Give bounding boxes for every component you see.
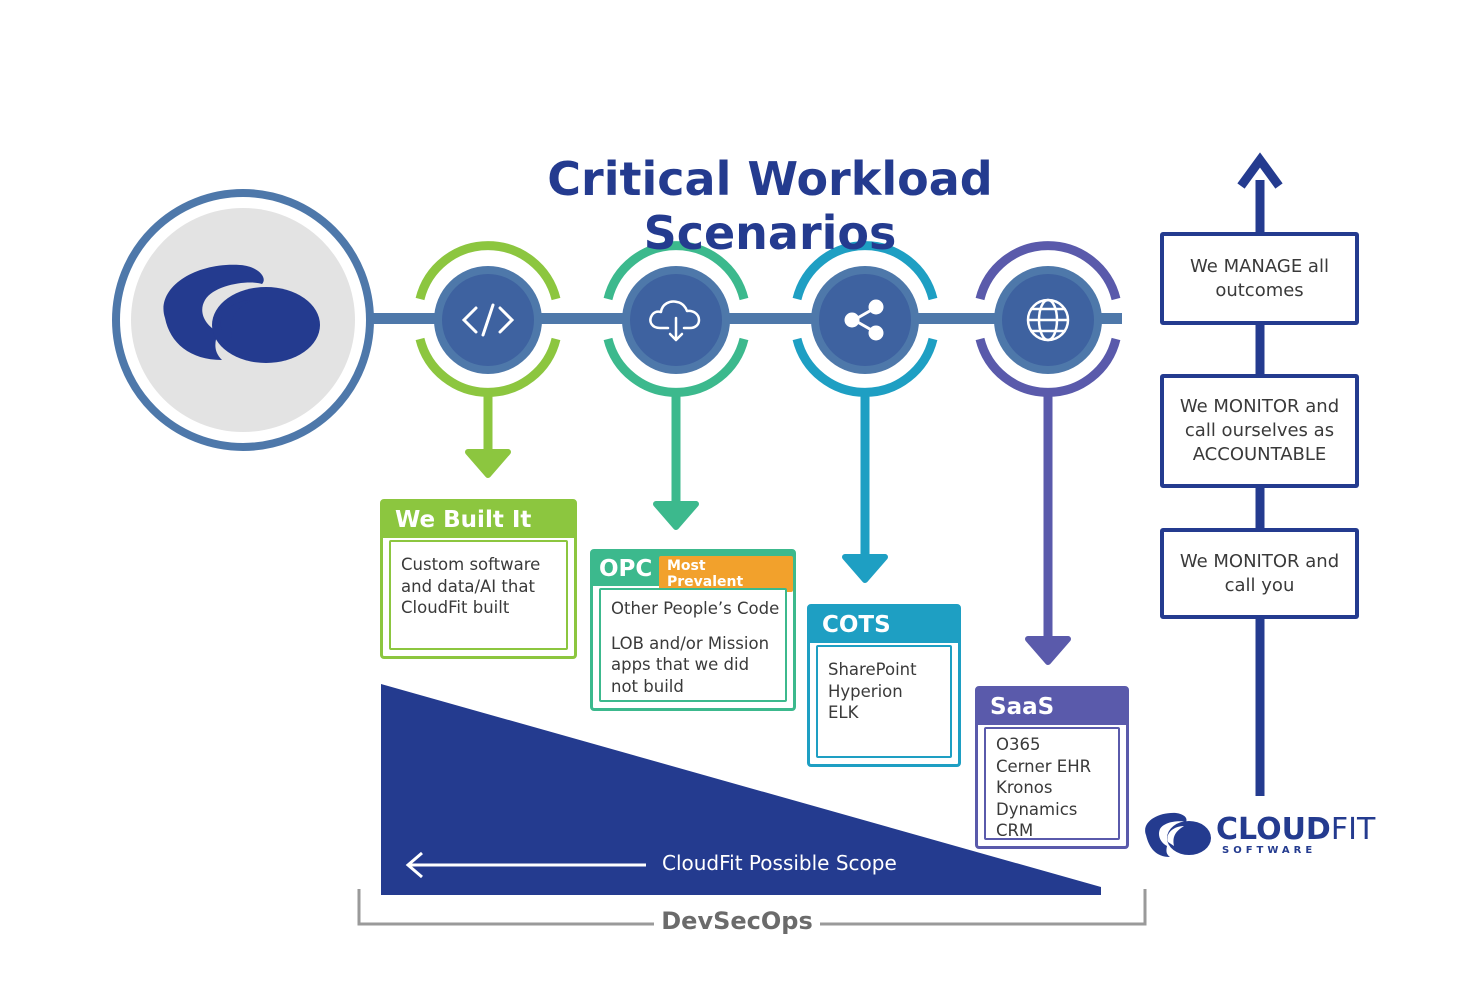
- box-line: We MANAGE all: [1190, 255, 1329, 277]
- box-line: We MONITOR and: [1179, 396, 1340, 417]
- card-opc: OPC Most Prevalent Other People’s Code L…: [590, 549, 796, 711]
- devsecops-bracket: [357, 889, 1147, 926]
- scope-arrow-head: [405, 851, 423, 879]
- brand-wordmark: CLOUDFIT: [1216, 812, 1375, 847]
- monitor-call-you-box: We MONITOR and call you: [1160, 528, 1359, 619]
- scope-triangle: [381, 684, 1101, 895]
- cloudfit-brand-logo-icon: [1145, 812, 1211, 857]
- scope-label: CloudFit Possible Scope: [662, 851, 897, 875]
- card-line: Custom software: [401, 555, 541, 574]
- card-we-built-it: We Built It Custom software and data/AI …: [380, 499, 577, 659]
- box-line: outcomes: [1215, 279, 1304, 301]
- card-line: Dynamics: [996, 799, 1078, 819]
- accountability-arrow-head: [1237, 152, 1283, 189]
- timeline-connector: [362, 313, 1122, 324]
- share-icon: [844, 299, 884, 341]
- cloud-download-icon: [649, 300, 701, 342]
- box-line: call you: [1224, 574, 1295, 596]
- diagram-title: Critical Workload Scenarios: [547, 152, 993, 260]
- card-line: Kronos: [996, 778, 1053, 797]
- card-body: O365 Cerner EHR Kronos Dynamics CRM: [984, 727, 1120, 840]
- card-cots: COTS SharePoint Hyperion ELK: [807, 604, 961, 767]
- card-line: Cerner EHR: [996, 756, 1092, 776]
- card-line: O365: [996, 735, 1041, 754]
- card-header: SaaS: [978, 689, 1126, 725]
- most-prevalent-badge: Most Prevalent: [659, 556, 793, 592]
- devsecops-label: DevSecOps: [654, 907, 820, 935]
- card-line: ELK: [828, 703, 859, 722]
- card-line: LOB and/or Mission: [611, 633, 770, 653]
- card-header-label: COTS: [822, 612, 891, 638]
- node-ring-saas: [975, 241, 1121, 665]
- card-line: SharePoint: [828, 660, 917, 679]
- globe-icon: [1026, 298, 1070, 342]
- card-subtitle: Other People’s Code: [611, 599, 780, 618]
- node-disc-share: [811, 266, 919, 374]
- card-line: not build: [611, 676, 684, 696]
- cloudfit-logo-icon: [163, 264, 320, 363]
- brand-name-bold: CLOUD: [1216, 812, 1331, 847]
- manage-outcomes-box: We MANAGE all outcomes: [1160, 232, 1359, 325]
- box-line: We MONITOR and: [1179, 550, 1340, 572]
- card-line: CRM: [996, 821, 1034, 840]
- node-ring-cots: [792, 241, 938, 583]
- card-header: COTS: [810, 607, 958, 643]
- card-header-label: SaaS: [990, 694, 1055, 720]
- card-header: We Built It: [383, 502, 574, 538]
- card-line: CloudFit built: [401, 598, 510, 617]
- card-body: Custom software and data/AI that CloudFi…: [389, 540, 568, 650]
- code-icon: [461, 303, 515, 337]
- card-line: Hyperion: [828, 681, 903, 701]
- card-line: apps that we did: [611, 655, 750, 674]
- brand-name-light: FIT: [1330, 812, 1376, 847]
- node-ring-built: [415, 241, 561, 478]
- card-body: Other People’s Code LOB and/or Mission a…: [599, 588, 787, 702]
- node-ring-opc: [603, 241, 749, 530]
- card-line: and data/AI that: [401, 576, 535, 596]
- card-body: SharePoint Hyperion ELK: [816, 645, 952, 758]
- box-line: call ourselves as: [1184, 420, 1335, 441]
- card-header-label: OPC: [599, 556, 653, 582]
- monitor-accountable-box: We MONITOR and call ourselves as ACCOUNT…: [1160, 374, 1359, 488]
- card-saas: SaaS O365 Cerner EHR Kronos Dynamics CRM: [975, 686, 1129, 849]
- brand-subtitle: SOFTWARE: [1222, 845, 1317, 856]
- box-line: ACCOUNTABLE: [1192, 444, 1327, 465]
- card-header-label: We Built It: [395, 507, 532, 533]
